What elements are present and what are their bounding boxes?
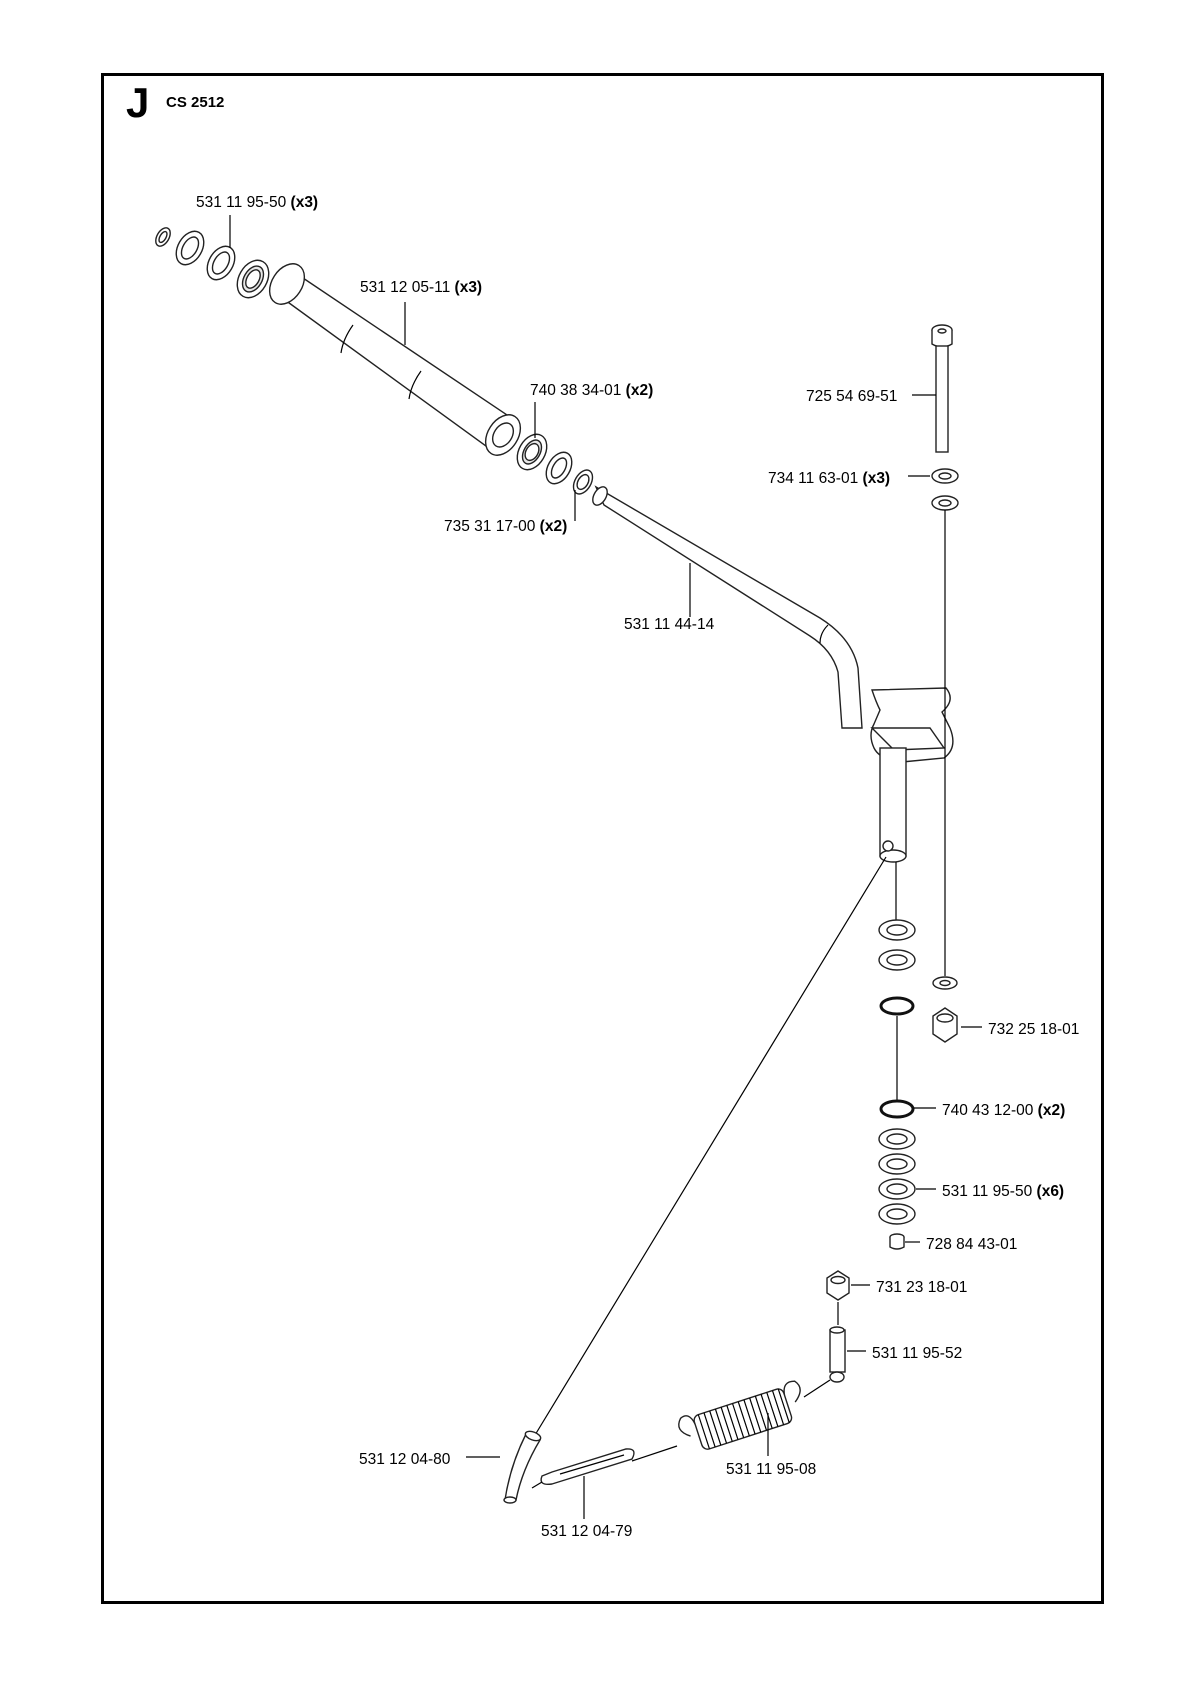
callout-732-25-18-01: 732 25 18-01 <box>988 1021 1080 1038</box>
diagram-frame <box>101 73 1104 1604</box>
callout-531-11-44-14: 531 11 44-14 <box>624 616 715 633</box>
model-name: CS 2512 <box>166 94 225 111</box>
leader-lines <box>229 215 982 1519</box>
shaft-washers <box>878 862 916 1250</box>
callout-531-12-04-79: 531 12 04-79 <box>541 1523 633 1540</box>
callout-725-54-69-51: 725 54 69-51 <box>806 388 898 405</box>
callout-531-11-95-50-x3: 531 11 95-50 (x3) <box>196 194 319 211</box>
bolt-assembly <box>931 324 959 1043</box>
callout-531-11-95-08: 531 11 95-08 <box>726 1461 817 1478</box>
callout-734-11-63-01: 734 11 63-01 (x3) <box>768 470 891 487</box>
callout-531-12-05-11: 531 12 05-11 (x3) <box>360 279 483 296</box>
callout-740-38-34-01: 740 38 34-01 (x2) <box>530 382 654 399</box>
callout-728-84-43-01: 728 84 43-01 <box>926 1236 1018 1253</box>
callout-731-23-18-01: 731 23 18-01 <box>876 1279 968 1296</box>
upper-tube-assembly <box>155 227 954 863</box>
callout-735-31-17-00: 735 31 17-00 (x2) <box>444 518 568 535</box>
callout-531-11-95-50-x6: 531 11 95-50 (x6) <box>942 1183 1065 1200</box>
callout-531-12-04-80: 531 12 04-80 <box>359 1451 451 1468</box>
callout-531-11-95-52: 531 11 95-52 <box>872 1345 963 1362</box>
spring-assembly <box>503 1270 850 1504</box>
section-letter: J <box>126 79 150 126</box>
callout-740-43-12-00: 740 43 12-00 (x2) <box>942 1102 1066 1119</box>
